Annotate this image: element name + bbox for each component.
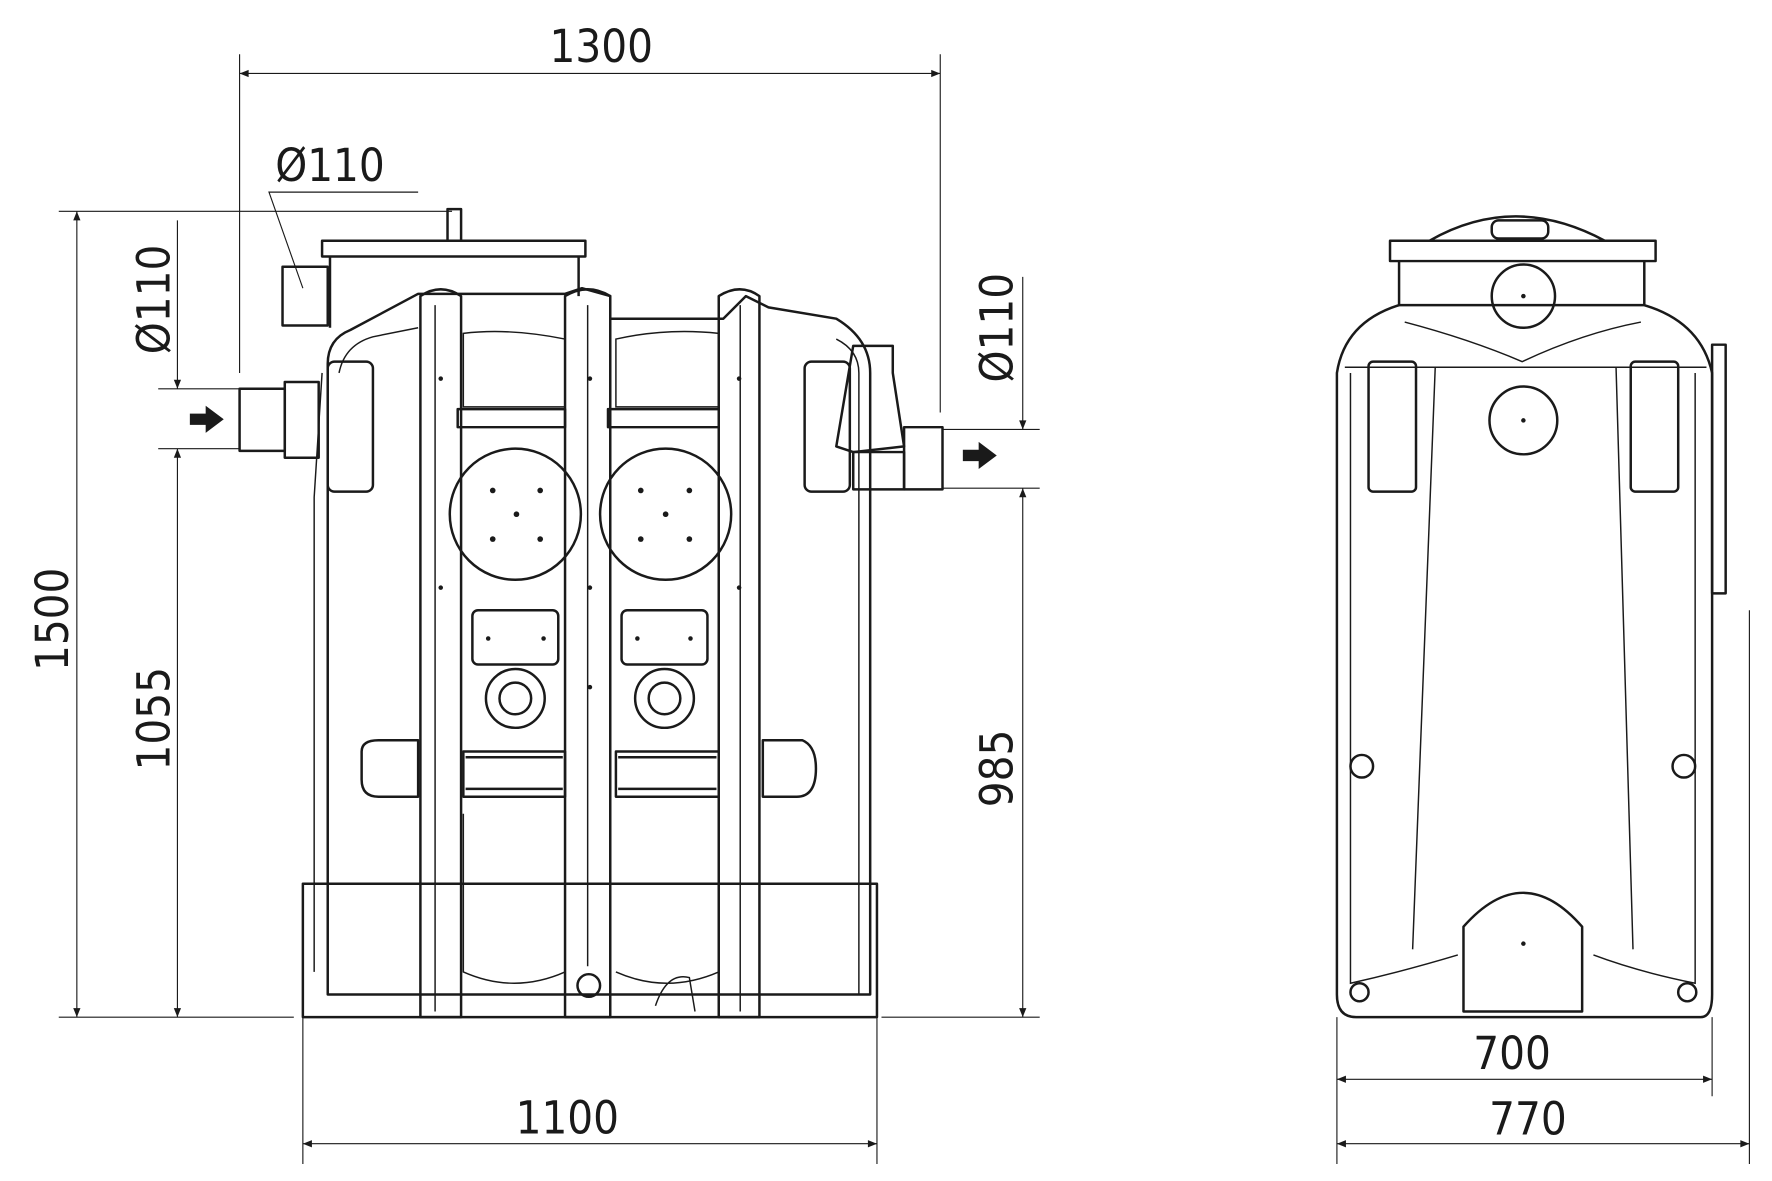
inlet-pipe [238, 387, 287, 453]
dim-overall-width: 1300 [549, 20, 652, 73]
outlet-pipe [902, 425, 944, 491]
dim-outlet-diameter: Ø110 [971, 273, 1024, 383]
inlet-top-pipe [281, 265, 329, 327]
dim-base-width: 1100 [516, 1092, 619, 1145]
dim-overall-height: 1500 [26, 568, 79, 671]
dim-outlet-height: 985 [971, 730, 1024, 808]
inspection-port-2 [598, 447, 733, 582]
outlet-arrow-icon [962, 441, 997, 470]
front-view [238, 207, 944, 1019]
dome-lid [1428, 215, 1606, 242]
tank-body [326, 286, 872, 996]
lid [320, 239, 587, 258]
lid-handle [446, 207, 463, 242]
inspection-port-1 [448, 447, 583, 582]
dim-side-outer-width: 770 [1489, 1093, 1567, 1146]
side-view [1335, 215, 1727, 1019]
dimension-lines [58, 54, 1750, 1165]
inlet-arrow-icon [189, 405, 224, 433]
drain-port [1462, 891, 1584, 1013]
dim-inlet-height: 1055 [128, 667, 181, 770]
side-body [1335, 303, 1714, 1019]
dim-inlet-side-diameter: Ø110 [128, 245, 181, 355]
dim-inlet-top-diameter: Ø110 [275, 139, 385, 192]
dim-side-inner-width: 700 [1473, 1027, 1551, 1080]
